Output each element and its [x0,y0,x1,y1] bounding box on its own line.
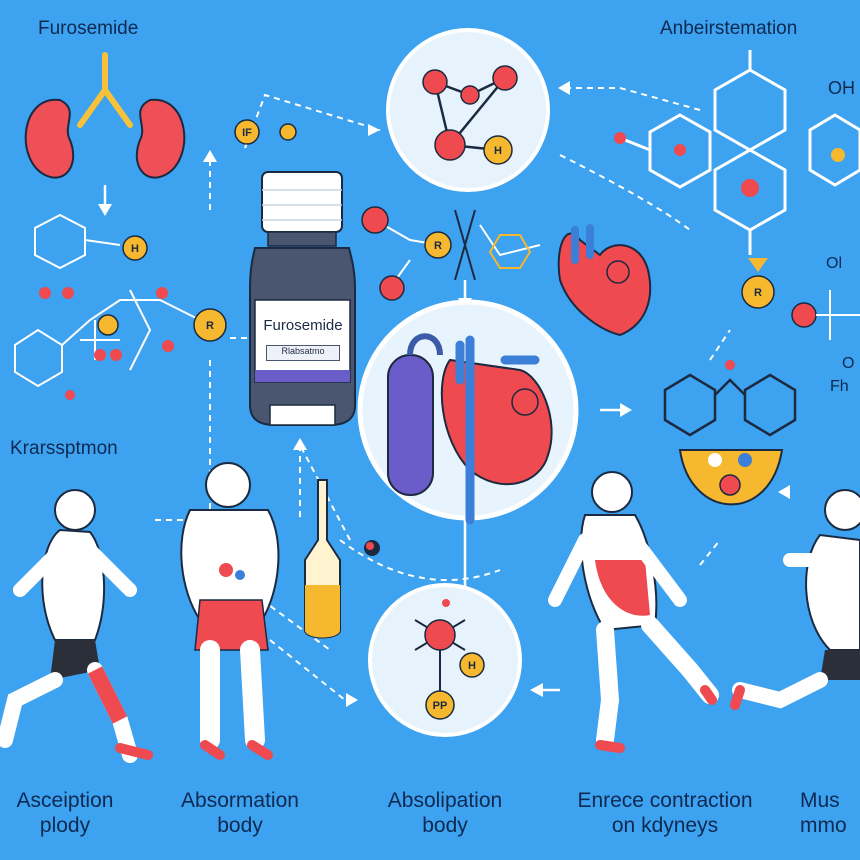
left-molecule [14,213,201,388]
caption-1-line1: Asceiption [16,789,114,812]
caption-3-line1: Absolipation [387,789,503,812]
top-right-title: Anbeirstemation [660,18,798,39]
right-edge-label-1: OH [828,78,855,98]
caption-2-line2: body [217,814,263,838]
top-molecule-circle: H [386,28,550,192]
body-figure-center [180,462,280,760]
caption-4-line2: on kdyneys [611,814,719,838]
caption-4-line1: Enrece contraction [577,789,753,812]
runner-figure-left [0,489,153,763]
right-atoms: R [614,132,860,340]
arrow-vial-link [299,444,351,541]
svg-text:H: H [494,145,502,157]
caption-5-line1: Mus [800,789,840,812]
svg-text:R: R [434,240,442,252]
left-atoms: H R [39,235,227,400]
caption-2: Absormation body [160,788,320,838]
caption-5-line2: mmo [800,814,847,838]
arrow-down-left [150,360,211,521]
top-left-title: Furosemide [38,18,139,39]
caption-1: Asceiption plody [0,788,130,838]
right-edge-label-3: O [842,355,855,372]
arrow-right-lower [699,539,721,566]
mid-molecule: R [361,206,541,301]
connector-arrows [150,87,731,701]
svg-text:PP: PP [433,700,448,712]
side-left-label: Krarssptmon [10,438,118,459]
svg-text:R: R [206,320,214,332]
caption-3-line2: body [422,814,468,838]
right-bowl-molecule [663,360,797,506]
svg-text:H: H [468,660,476,672]
runner-figure-edge [730,489,860,710]
caption-2-line1: Absormation [181,789,299,812]
arrow-lower-curve [339,539,501,581]
svg-text:IF: IF [242,127,252,139]
right-edge-label-4: Fh [830,378,849,395]
right-edge-label-2: Ol [826,255,842,272]
kidney-icon [24,52,186,179]
arrow-from-body [269,639,346,701]
arrow-right-up [709,329,731,361]
heart-icon-small [557,224,652,337]
medicine-bottle [249,171,356,426]
arrow-from-right-molecule [565,87,701,111]
arrow-to-bottom-circle [234,579,331,651]
caption-5: Mus mmo [800,788,860,838]
caption-3: Absolipation body [360,788,530,838]
svg-text:R: R [754,287,762,299]
bottle-subtitle: Rlabsatmo [266,345,340,361]
svg-text:H: H [131,243,139,255]
arrow-to-molecule-top [244,93,381,149]
ir-molecule: IF [234,119,297,145]
runner-figure-right [548,471,719,753]
caption-1-line2: plody [39,814,91,838]
caption-4: Enrece contraction on kdyneys [555,788,775,838]
heart-circle [357,299,579,525]
right-molecule [624,50,860,255]
vial-icon [304,479,380,639]
arrow-right-dashed [559,154,691,231]
bottom-molecule-circle: H PP [368,583,522,737]
bottle-title: Furosemide [263,317,343,334]
